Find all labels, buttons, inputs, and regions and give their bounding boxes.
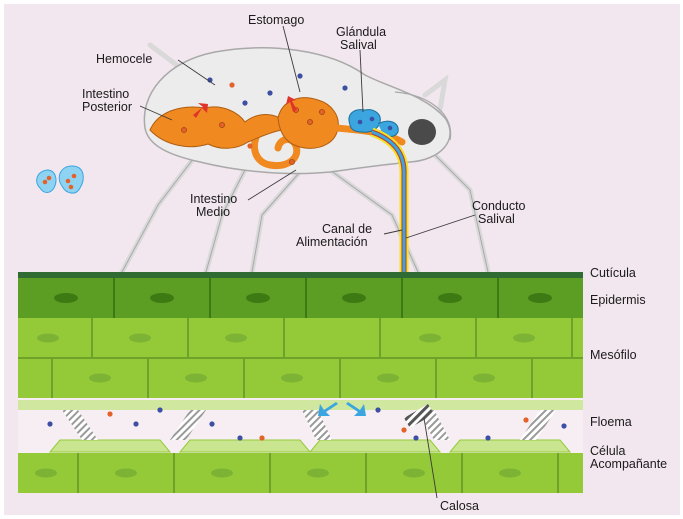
label-conducto-line2: Salival [478, 212, 515, 226]
label-intestino-posterior-line2: Posterior [82, 100, 132, 114]
label-glandula-line2: Salival [340, 38, 377, 52]
label-epidermis: Epidermis [590, 293, 646, 307]
label-canal-line1: Canal de [322, 222, 372, 236]
label-intestino-posterior-line1: Intestino [82, 87, 129, 101]
sieve-tube-top [18, 400, 583, 410]
label-celula-line1: Célula [590, 444, 625, 458]
label-floema: Floema [590, 415, 632, 429]
label-celula-line2: Acompañante [590, 457, 667, 471]
label-intestino-medio-line1: Intestino [190, 192, 237, 206]
label-canal-line2: Alimentación [296, 235, 368, 249]
insect-eye [408, 119, 436, 145]
label-glandula-line1: Glándula [336, 25, 386, 39]
label-estomago: Estomago [248, 13, 304, 27]
label-intestino-medio-line2: Medio [196, 205, 230, 219]
cuticle-layer [18, 272, 583, 278]
phloem-zone [18, 398, 583, 453]
label-calosa: Calosa [440, 499, 479, 513]
mesophyll-layer [18, 318, 583, 398]
epidermis-layer [18, 278, 583, 318]
label-mesofilo: Mesófilo [590, 348, 637, 362]
label-cuticula: Cutícula [590, 266, 636, 280]
label-hemocele: Hemocele [96, 52, 152, 66]
companion-cell-layer [18, 453, 583, 493]
label-conducto-line1: Conducto [472, 199, 526, 213]
